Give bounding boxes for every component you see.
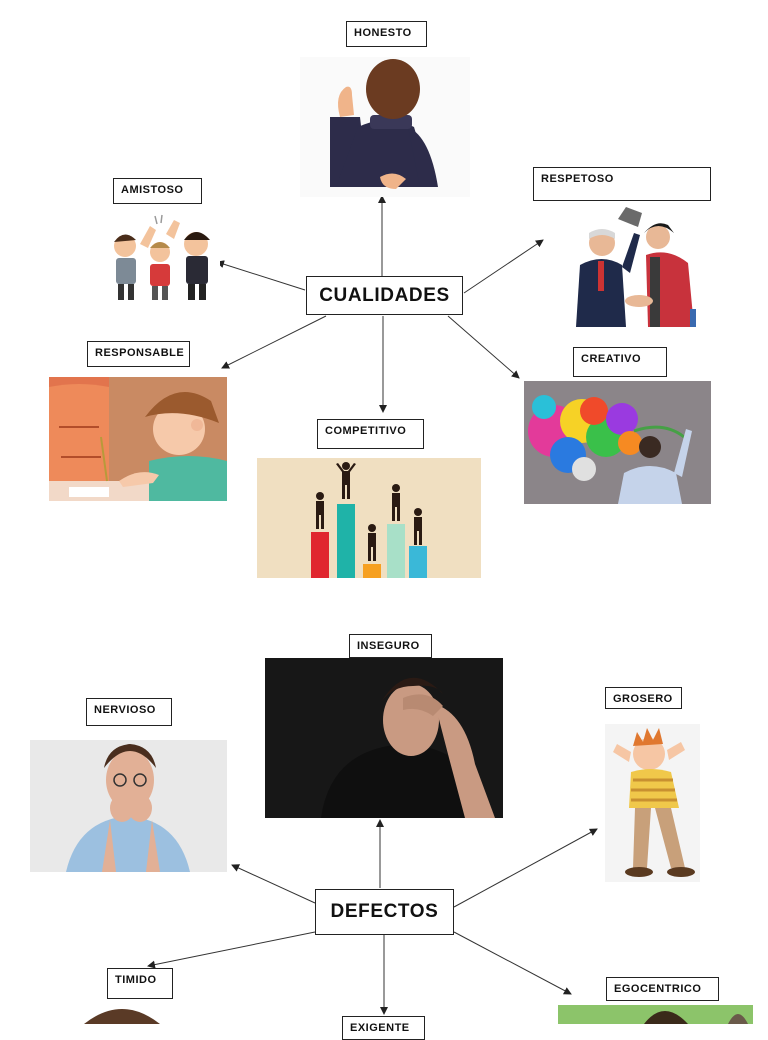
label-timido: TIMIDO [107, 968, 173, 999]
hub-cualidades: CUALIDADES [306, 276, 463, 315]
link-nervioso [231, 864, 316, 904]
link-amistoso [216, 260, 306, 291]
link-grosero [453, 828, 598, 908]
label-respetoso: RESPETOSO [533, 167, 711, 201]
link-respetoso [463, 239, 544, 294]
label-amistoso: AMISTOSO [113, 178, 202, 204]
link-responsable [221, 315, 327, 369]
label-egocentrico: EGOCENTRICO [606, 977, 719, 1001]
rude-kid-image [605, 724, 700, 882]
shy-person-image [80, 1006, 164, 1024]
label-creativo: CREATIVO [573, 347, 667, 377]
label-bottom-partial: EXIGENTE [342, 1016, 425, 1040]
insecure-man-image [265, 658, 503, 818]
creative-image [524, 381, 711, 504]
responsible-image [49, 377, 227, 501]
hub-defectos: DEFECTOS [315, 889, 454, 935]
nervous-man-image [30, 740, 227, 872]
label-honesto: HONESTO [346, 21, 427, 47]
label-competitivo: COMPETITIVO [317, 419, 424, 449]
label-grosero: GROSERO [605, 687, 682, 709]
link-timido [147, 931, 316, 969]
friends-image [100, 212, 220, 307]
label-inseguro: INSEGURO [349, 634, 432, 658]
link-egocentrico [453, 931, 572, 995]
label-nervioso: NERVIOSO [86, 698, 172, 726]
label-responsable: RESPONSABLE [87, 341, 190, 367]
respect-image [562, 205, 702, 327]
competitive-image [257, 458, 481, 578]
egocentric-image [558, 1005, 753, 1024]
link-creativo [447, 315, 520, 379]
honest-man-image [300, 57, 470, 197]
